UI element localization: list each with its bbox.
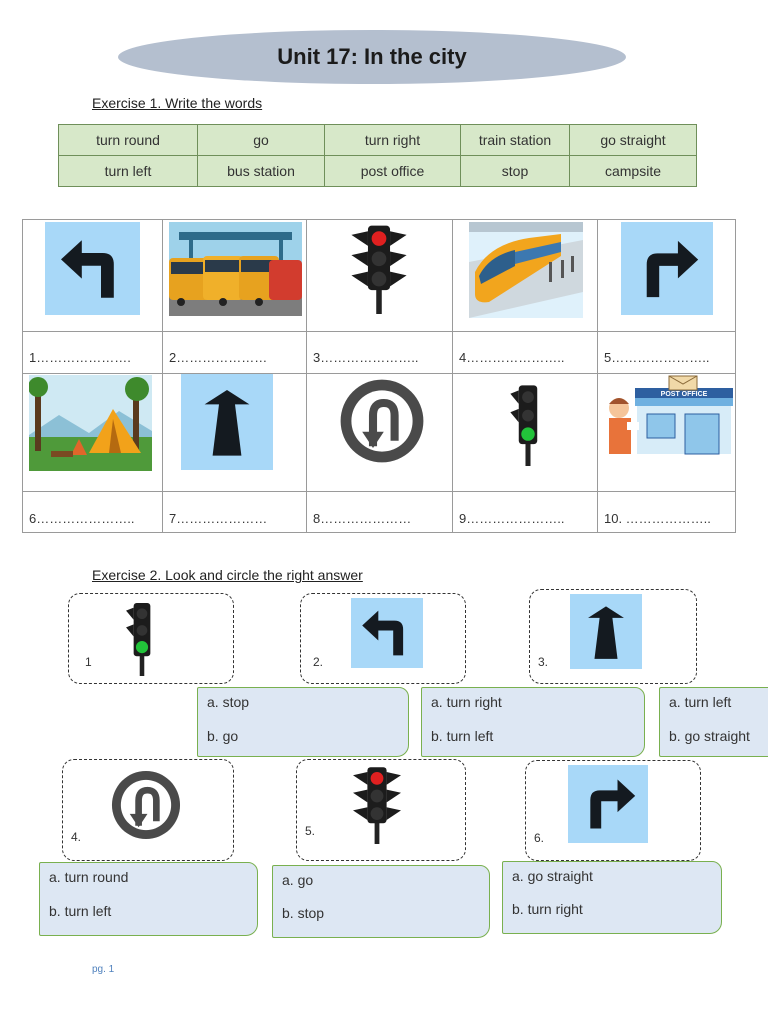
- option-b[interactable]: b. turn left: [431, 728, 494, 744]
- option-a[interactable]: a. go: [282, 872, 314, 888]
- answer-options: a. stop b. go: [197, 687, 409, 757]
- turn-right-arrow-icon: [621, 222, 713, 315]
- campsite-icon: [29, 375, 152, 471]
- answer-options: a. go straight b. turn right: [502, 861, 722, 934]
- word-cell: turn round: [58, 124, 198, 156]
- table-row: turn round go turn right train station g…: [58, 124, 697, 156]
- picture-frame: 4.: [62, 759, 234, 861]
- picture-frame: 2.: [300, 593, 466, 684]
- answer-options: a. turn right b. turn left: [421, 687, 645, 757]
- item-number: 1: [85, 655, 92, 669]
- answer-options: a. turn round b. turn left: [39, 862, 258, 936]
- option-b[interactable]: b. go straight: [669, 728, 750, 744]
- word-cell: bus station: [197, 155, 325, 187]
- option-a[interactable]: a. turn round: [49, 869, 129, 885]
- turn-right-arrow-icon: [568, 765, 648, 843]
- picture-frame: 3.: [529, 589, 697, 684]
- bus-station-icon: [169, 222, 302, 316]
- word-cell: go straight: [569, 124, 697, 156]
- go-straight-arrow-icon: [570, 594, 642, 669]
- answer-blank[interactable]: 10. ………………..: [604, 511, 711, 526]
- u-turn-sign-icon: [337, 376, 427, 466]
- page-title: Unit 17: In the city: [277, 44, 467, 69]
- green-traffic-light-icon: [507, 376, 549, 472]
- option-a[interactable]: a. turn left: [669, 694, 732, 710]
- item-number: 4.: [71, 830, 82, 844]
- answer-blank[interactable]: 5…………………..: [604, 350, 710, 365]
- word-cell: turn right: [324, 124, 461, 156]
- u-turn-sign-icon: [109, 768, 183, 842]
- answer-blank[interactable]: 6…………………..: [29, 511, 135, 526]
- word-cell: stop: [460, 155, 570, 187]
- red-traffic-light-icon: [339, 222, 419, 314]
- turn-left-arrow-icon: [45, 222, 140, 315]
- svg-text:POST OFFICE: POST OFFICE: [661, 391, 708, 398]
- word-cell: campsite: [569, 155, 697, 187]
- item-number: 3.: [538, 655, 549, 669]
- option-b[interactable]: b. go: [207, 728, 239, 744]
- answer-blank[interactable]: 3…………………..: [313, 350, 419, 365]
- word-cell: go: [197, 124, 325, 156]
- table-row: turn left bus station post office stop c…: [58, 155, 697, 187]
- picture-frame: 5.: [296, 759, 466, 861]
- green-traffic-light-icon: [123, 598, 161, 678]
- red-traffic-light-icon: [343, 764, 411, 844]
- answer-blank[interactable]: 7…………………: [169, 511, 268, 526]
- option-b[interactable]: b. turn right: [512, 901, 583, 917]
- answer-options: a. go b. stop: [272, 865, 490, 938]
- turn-left-arrow-icon: [351, 598, 423, 668]
- item-number: 2.: [313, 655, 324, 669]
- title-banner: Unit 17: In the city: [118, 30, 626, 84]
- word-cell: train station: [460, 124, 570, 156]
- item-number: 6.: [534, 831, 545, 845]
- answer-blank[interactable]: 9…………………..: [459, 511, 565, 526]
- exercise2-heading: Exercise 2. Look and circle the right an…: [92, 567, 363, 583]
- option-b[interactable]: b. stop: [282, 905, 325, 921]
- option-a[interactable]: a. stop: [207, 694, 250, 710]
- go-straight-arrow-icon: [181, 374, 273, 470]
- word-cell: post office: [324, 155, 461, 187]
- word-cell: turn left: [58, 155, 198, 187]
- page-number: pg. 1: [92, 964, 115, 975]
- answer-blank[interactable]: 8…………………: [313, 511, 412, 526]
- answer-blank[interactable]: 2…………………: [169, 350, 268, 365]
- exercise1-heading: Exercise 1. Write the words: [92, 95, 263, 111]
- option-a[interactable]: a. go straight: [512, 868, 593, 884]
- option-b[interactable]: b. turn left: [49, 903, 112, 919]
- answer-blank[interactable]: 4…………………..: [459, 350, 565, 365]
- train-station-icon: [469, 222, 583, 318]
- item-number: 5.: [305, 824, 316, 838]
- post-office-icon: POST OFFICE: [605, 374, 733, 458]
- answer-options: a. turn left b. go straight: [659, 687, 768, 757]
- word-bank-table: turn round go turn right train station g…: [58, 124, 697, 187]
- picture-grid: 1…………………. 2………………… 3………………….. 4…………………..…: [22, 219, 736, 533]
- picture-frame: 6.: [525, 760, 701, 861]
- option-a[interactable]: a. turn right: [431, 694, 502, 710]
- answer-blank[interactable]: 1………………….: [29, 350, 131, 365]
- picture-frame: 1: [68, 593, 234, 684]
